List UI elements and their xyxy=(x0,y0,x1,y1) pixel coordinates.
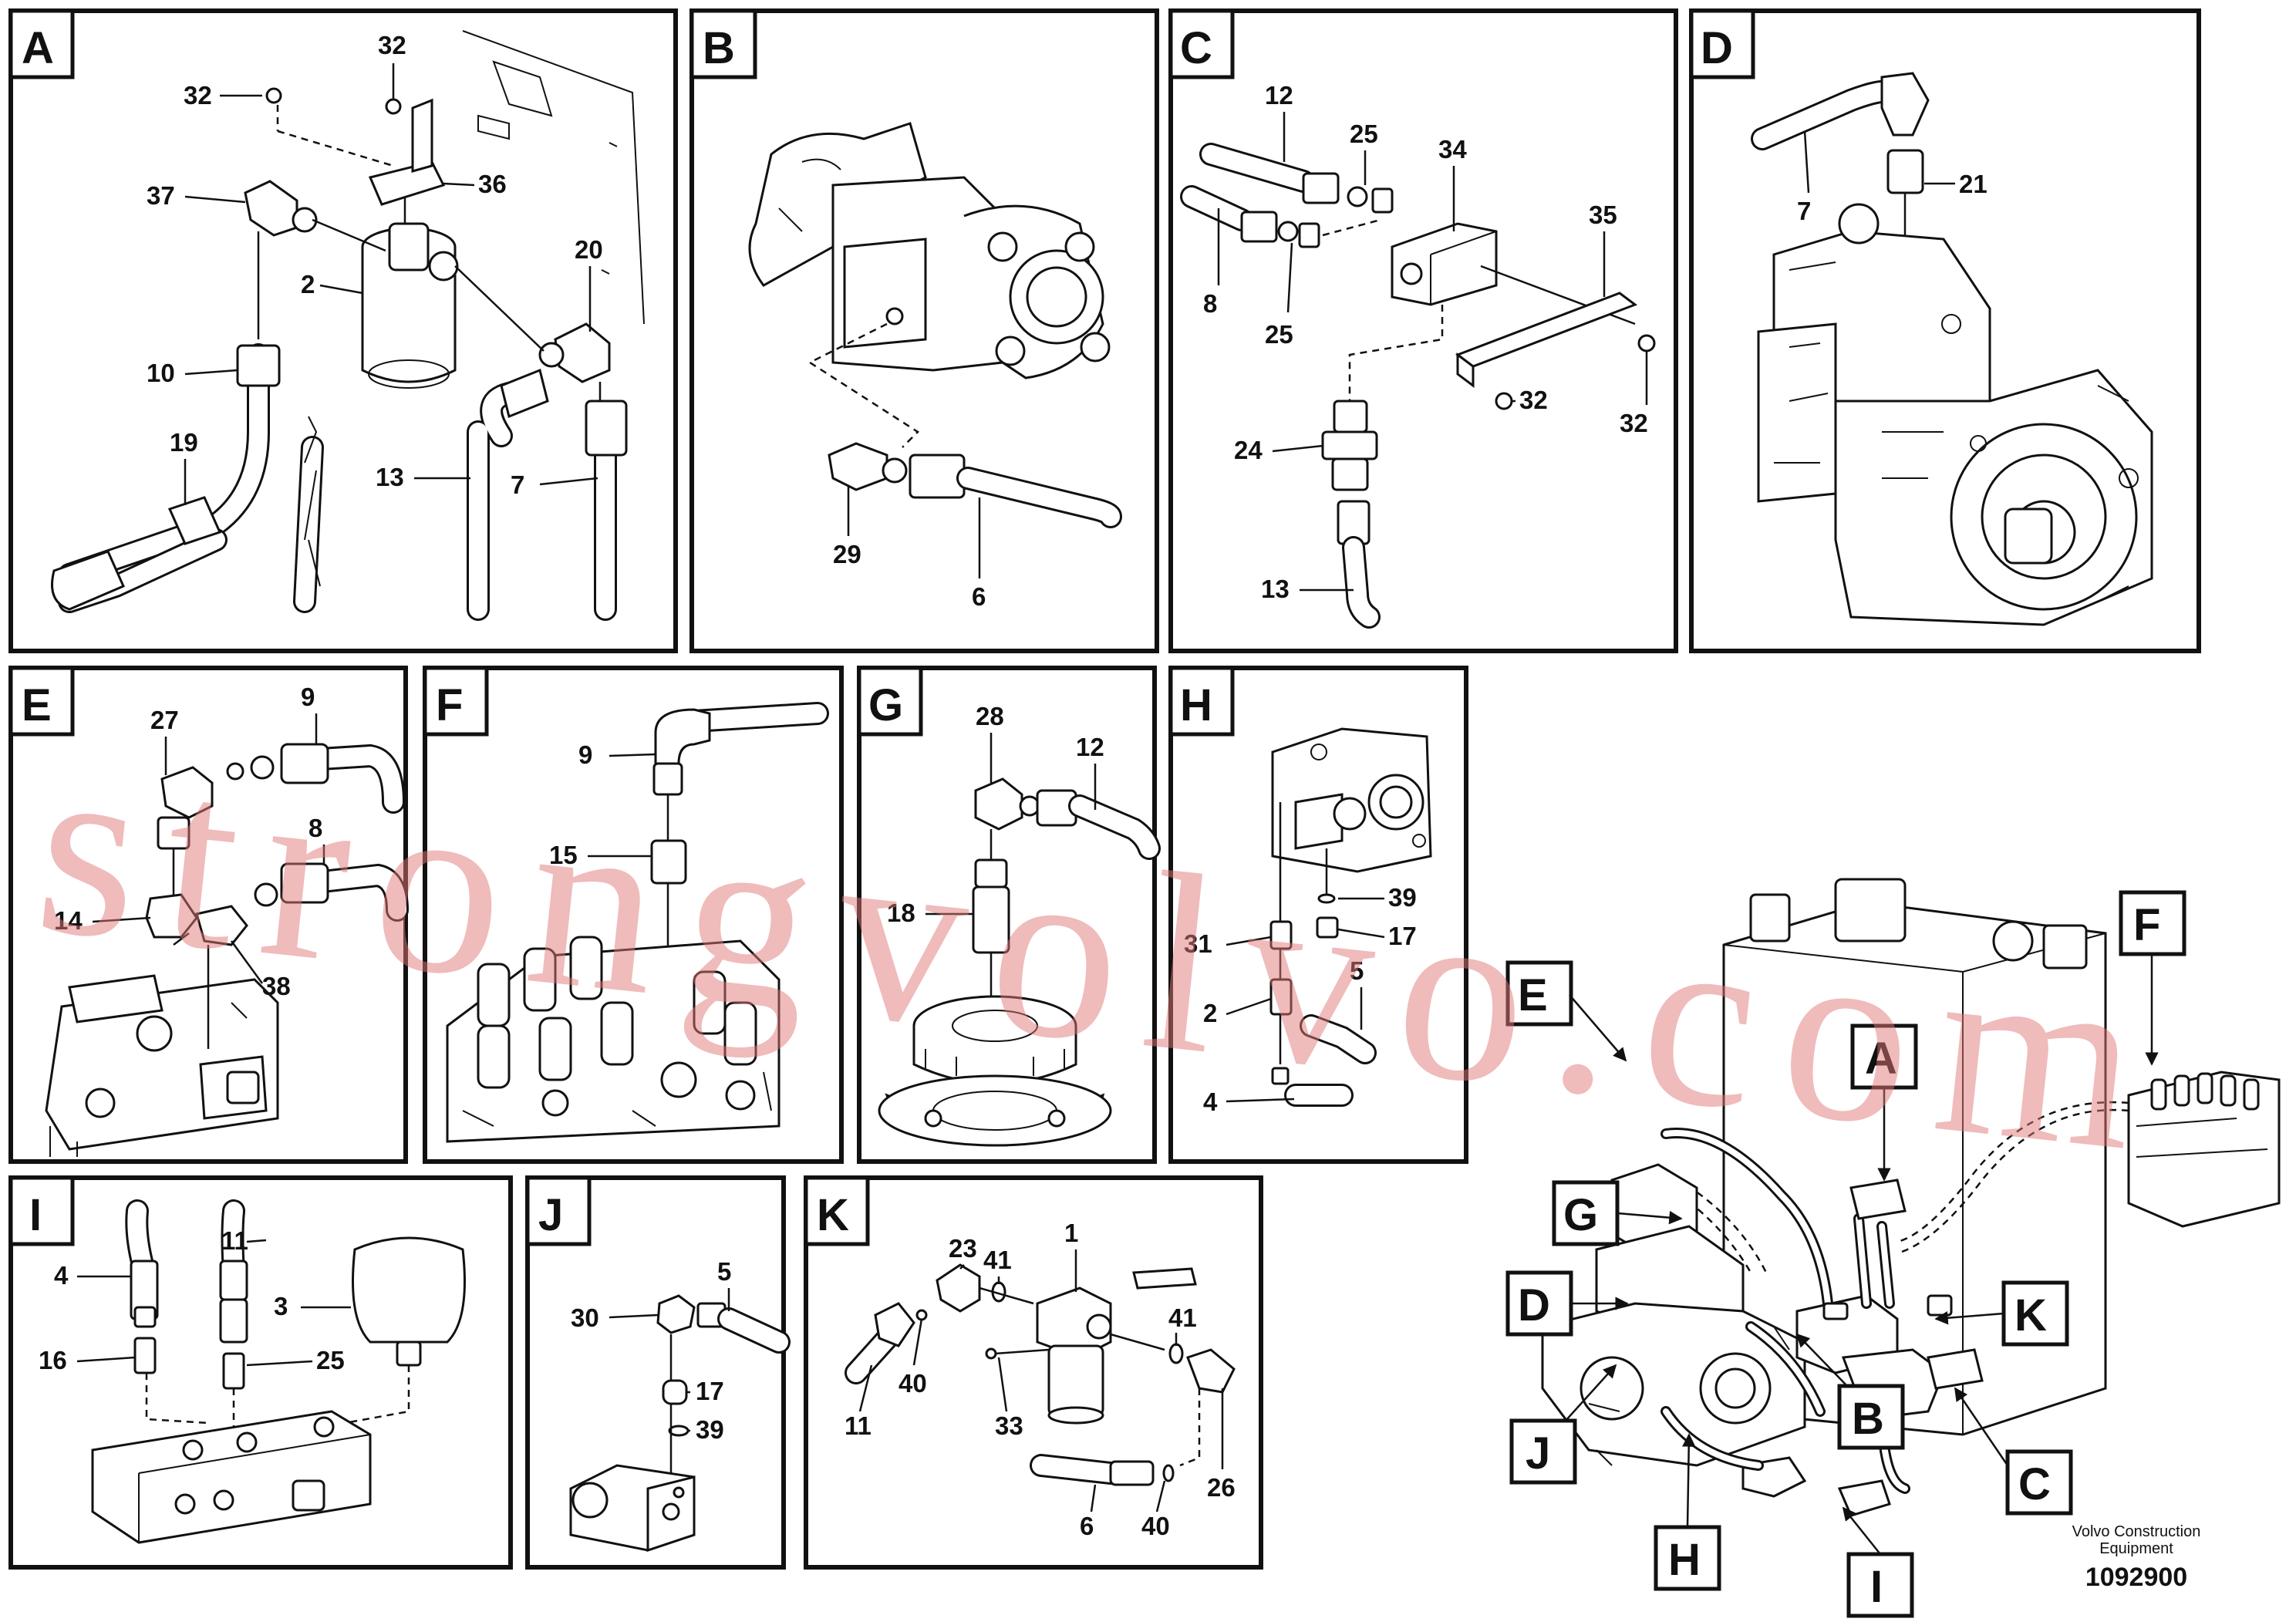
part-label: 40 xyxy=(1141,1512,1170,1540)
panel-b: B 29 6 xyxy=(689,8,1159,653)
part-label: 12 xyxy=(1265,81,1293,110)
overview-assembly: E F A G D K B C J H I xyxy=(1505,878,2281,1618)
overview-callout: I xyxy=(1870,1562,1883,1612)
panel-c: C 12 25 34 35 xyxy=(1168,8,1678,653)
part-label: 7 xyxy=(511,470,524,499)
overview-callout: D xyxy=(1518,1280,1550,1330)
part-label: 2 xyxy=(1203,999,1217,1027)
part-label: 35 xyxy=(1589,201,1617,229)
overview-callout: H xyxy=(1668,1535,1701,1585)
panel-letter: C xyxy=(1180,23,1212,73)
part-label: 25 xyxy=(1265,320,1293,349)
overview-callout: G xyxy=(1563,1190,1598,1240)
panel-g: G 28 12 18 xyxy=(857,666,1161,1164)
panel-letter: H xyxy=(1180,680,1212,730)
part-label: 34 xyxy=(1438,135,1467,164)
part-label: 36 xyxy=(478,170,507,198)
part-label: 13 xyxy=(1261,575,1290,603)
part-label: 32 xyxy=(184,81,212,110)
part-label: 39 xyxy=(696,1415,724,1444)
part-label: 7 xyxy=(1797,197,1811,225)
part-label: 13 xyxy=(376,463,404,491)
part-label: 33 xyxy=(995,1411,1023,1440)
part-label: 1 xyxy=(1064,1219,1078,1247)
panel-k: K 23 41 1 41 11 40 xyxy=(804,1175,1263,1570)
part-label: 23 xyxy=(949,1234,977,1263)
part-label: 32 xyxy=(378,31,406,59)
part-label: 10 xyxy=(147,359,175,387)
panel-letter: J xyxy=(538,1190,563,1240)
part-label: 6 xyxy=(1080,1512,1094,1540)
part-label: 3 xyxy=(274,1292,288,1320)
part-label: 11 xyxy=(221,1226,248,1255)
panel-letter: F xyxy=(436,680,463,730)
panel-letter: A xyxy=(22,23,54,73)
part-label: 9 xyxy=(578,740,592,769)
panel-letter: G xyxy=(868,680,903,730)
part-label: 41 xyxy=(983,1246,1012,1274)
overview-callout: A xyxy=(1865,1034,1897,1084)
part-label: 18 xyxy=(887,899,915,927)
part-label: 11 xyxy=(845,1411,872,1440)
part-label: 5 xyxy=(1350,956,1364,985)
panel-i: I 11 4 3 16 25 xyxy=(8,1175,513,1570)
overview-callout: J xyxy=(1526,1428,1550,1479)
panel-letter: K xyxy=(817,1190,849,1240)
part-label: 15 xyxy=(549,841,578,869)
part-label: 29 xyxy=(833,540,861,568)
part-label: 41 xyxy=(1168,1303,1197,1332)
part-label: 17 xyxy=(1388,922,1417,950)
part-label: 27 xyxy=(150,706,179,734)
part-label: 32 xyxy=(1620,409,1648,437)
panel-d: D 7 21 xyxy=(1689,8,2201,653)
part-label: 38 xyxy=(262,972,291,1000)
panel-j: J 5 30 17 39 xyxy=(525,1175,791,1570)
part-label: 6 xyxy=(972,582,986,611)
panel-letter: D xyxy=(1701,23,1733,73)
part-label: 37 xyxy=(147,181,175,210)
document-number: 1092900 xyxy=(2085,1563,2188,1592)
part-label: 8 xyxy=(308,814,322,842)
overview-callout: K xyxy=(2014,1290,2047,1340)
panel-letter: B xyxy=(703,23,735,73)
panel-a: A xyxy=(8,8,678,653)
part-label: 32 xyxy=(1519,386,1548,414)
part-label: 26 xyxy=(1207,1473,1236,1502)
part-label: 30 xyxy=(571,1303,599,1332)
part-label: 40 xyxy=(899,1369,927,1398)
part-label: 2 xyxy=(301,270,315,298)
part-label: 19 xyxy=(170,428,198,457)
part-label: 25 xyxy=(1350,120,1378,148)
part-label: 24 xyxy=(1234,436,1263,464)
footer-company-line2: Equipment xyxy=(2099,1540,2173,1557)
part-label: 17 xyxy=(696,1377,724,1405)
part-label: 31 xyxy=(1184,929,1212,958)
part-label: 4 xyxy=(54,1261,69,1290)
overview-callout: E xyxy=(1518,970,1548,1020)
panel-h: H 39 31 17 5 2 4 xyxy=(1168,666,1468,1164)
overview-callout: F xyxy=(2133,900,2160,950)
part-label: 9 xyxy=(301,683,315,711)
part-label: 16 xyxy=(39,1346,67,1374)
overview-callout: C xyxy=(2018,1459,2051,1509)
part-label: 8 xyxy=(1203,289,1217,318)
panel-e: E 9 27 8 14 38 xyxy=(8,666,409,1164)
part-label: 5 xyxy=(717,1257,731,1286)
part-label: 14 xyxy=(54,906,83,935)
overview-callout: B xyxy=(1852,1394,1884,1444)
footer-company-line1: Volvo Construction xyxy=(2072,1523,2201,1540)
part-label: 25 xyxy=(316,1346,345,1374)
panel-letter: I xyxy=(29,1190,42,1240)
part-label: 39 xyxy=(1388,883,1417,912)
panel-letter: E xyxy=(22,680,52,730)
part-label: 28 xyxy=(976,702,1004,730)
part-label: 20 xyxy=(575,235,603,264)
panel-f: F 9 15 xyxy=(423,666,844,1164)
part-label: 21 xyxy=(1959,170,1988,198)
part-label: 4 xyxy=(1203,1088,1218,1116)
part-label: 12 xyxy=(1076,733,1104,761)
